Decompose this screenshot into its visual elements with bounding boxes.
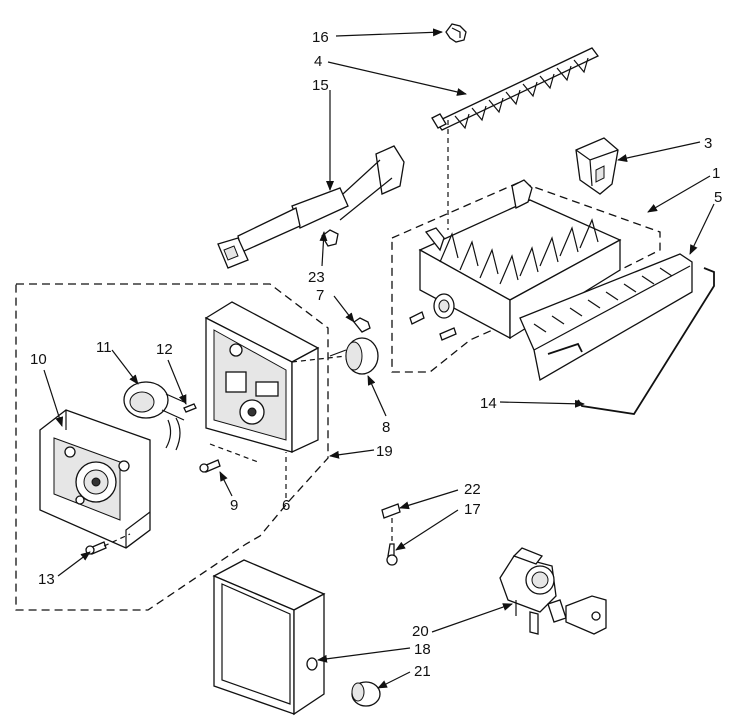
callout-23: 23	[308, 269, 325, 286]
fill-cup-part-3	[575, 137, 619, 195]
callout-15: 15	[312, 77, 329, 94]
leader-lines	[43, 28, 715, 689]
wire-harness-part-15	[217, 145, 405, 269]
thermostat-part-8	[329, 337, 379, 375]
callout-7: 7	[316, 287, 324, 304]
clip-part-7	[353, 317, 371, 333]
bracket-part-22	[381, 503, 401, 519]
callout-12: 12	[156, 341, 173, 358]
drive-motor-part-11	[123, 381, 185, 451]
callout-18: 18	[414, 641, 431, 658]
mounting-plate-part-10	[39, 409, 151, 549]
callout-16: 16	[312, 29, 329, 46]
callout-11: 11	[96, 339, 112, 356]
callout-14: 14	[480, 395, 497, 412]
control-housing-part-6	[204, 301, 320, 454]
callout-13: 13	[38, 571, 55, 588]
callout-21: 21	[414, 663, 431, 680]
clip-part-16	[445, 23, 467, 43]
callout-22: 22	[464, 481, 481, 498]
callout-6: 6	[282, 497, 290, 514]
screw-part-17	[386, 543, 398, 566]
callout-17: 17	[464, 501, 481, 518]
callout-8: 8	[382, 419, 390, 436]
control-module-part-19	[15, 283, 329, 611]
callout-3: 3	[704, 135, 712, 152]
callout-20: 20	[412, 623, 429, 640]
callout-4: 4	[314, 53, 322, 70]
callout-labels: 16 4 15 3 1 5 23 7 10 11 12 8 14 19 9 6 …	[30, 29, 722, 680]
ice-ejector-part-4	[431, 47, 599, 131]
callout-5: 5	[714, 189, 722, 206]
grommet-part-21	[351, 681, 381, 707]
callout-19: 19	[376, 443, 393, 460]
ice-mold-part-1	[391, 179, 661, 373]
callout-10: 10	[30, 351, 47, 368]
front-cover-part-18	[212, 559, 326, 716]
callout-9: 9	[230, 497, 238, 514]
screw-part-9	[199, 459, 221, 473]
screw-part-12	[183, 403, 197, 413]
callout-1: 1	[712, 165, 720, 182]
water-valve-part-20	[499, 547, 607, 635]
